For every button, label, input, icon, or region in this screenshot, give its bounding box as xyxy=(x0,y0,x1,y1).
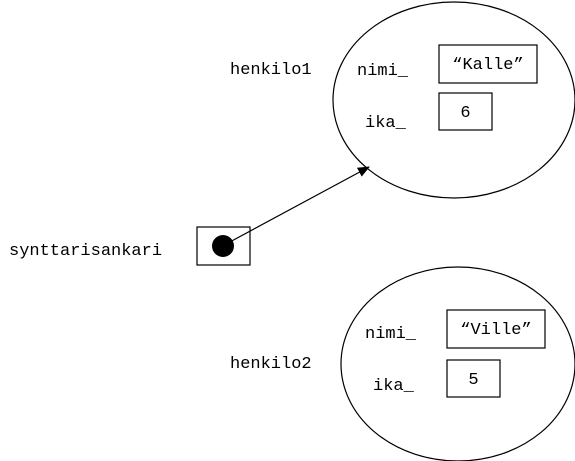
object-henkilo1: henkilo1 nimi_ “Kalle” ika_ 6 xyxy=(230,1,575,199)
pointer-arrow xyxy=(227,166,370,244)
object-henkilo2: henkilo2 nimi_ “Ville” ika_ 5 xyxy=(230,266,575,461)
object-henkilo2-name: henkilo2 xyxy=(230,355,312,374)
field-value-nimi: “Ville” xyxy=(460,321,531,340)
field-label-nimi: nimi_ xyxy=(365,325,417,344)
pointer-box xyxy=(196,226,251,266)
object-henkilo1-ellipse xyxy=(332,1,575,199)
pointer-name: synttarisankari xyxy=(9,242,162,261)
field-value-box-nimi xyxy=(438,44,538,84)
field-label-ika: ika_ xyxy=(373,377,415,396)
object-henkilo2-ellipse xyxy=(340,266,575,461)
field-value-ika: 6 xyxy=(460,104,470,123)
pointer-dot-icon xyxy=(212,235,234,257)
pointer-variable: synttarisankari xyxy=(9,166,370,266)
field-value-nimi: “Kalle” xyxy=(452,56,523,75)
field-value-ika: 5 xyxy=(468,371,478,390)
field-value-box-nimi xyxy=(446,309,546,349)
field-label-nimi: nimi_ xyxy=(357,62,409,81)
field-value-box-ika xyxy=(438,92,493,131)
field-value-box-ika xyxy=(446,359,501,398)
object-henkilo1-name: henkilo1 xyxy=(230,61,312,80)
field-label-ika: ika_ xyxy=(365,114,407,133)
